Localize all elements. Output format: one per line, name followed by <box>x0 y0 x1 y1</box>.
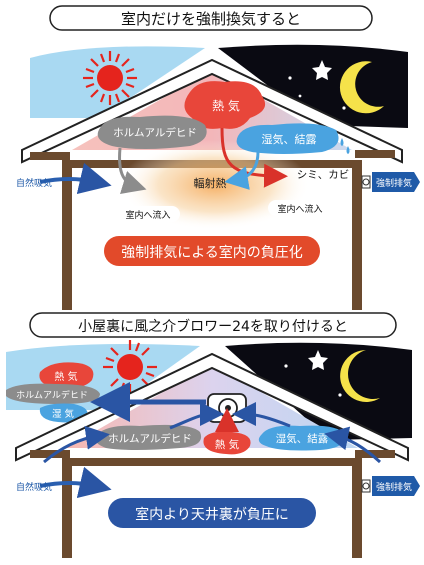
left-wall <box>62 458 72 558</box>
left-wall <box>62 160 72 310</box>
natural-intake-arrow <box>39 466 112 498</box>
heat-arrow <box>220 127 288 188</box>
sun-icon <box>83 51 137 105</box>
forced-exhaust-arrow <box>372 476 420 496</box>
inflow-left-bubble <box>116 206 180 222</box>
moisture-label: 湿気、結露 <box>276 432 329 445</box>
formaldehyde-label: ホルムアルデヒド <box>108 432 192 445</box>
moisture-arrow <box>224 151 260 190</box>
star-icon <box>298 94 302 98</box>
top-result-banner <box>104 236 320 266</box>
out-heat-cloud <box>39 362 94 389</box>
top-result: 強制排気による室内の負圧化 <box>121 244 303 261</box>
heat-cloud <box>203 431 251 455</box>
natural-intake-arrow <box>39 162 112 194</box>
right-wall <box>352 160 362 310</box>
forced-exhaust-arrow <box>372 172 420 192</box>
bottom-panel: 小屋裏に風之介ブロワー24を取り付けると 熱 気 ホルムアルデヒド 湿 気 <box>6 312 420 558</box>
star-icon <box>342 106 346 110</box>
top-panel: 室内だけを強制換気すると <box>16 5 420 310</box>
top-title-frame <box>49 5 373 31</box>
ceiling-eave-left <box>30 152 70 160</box>
eave-intake-arrow-right <box>324 426 382 464</box>
forced-exhaust-label: 強制排気 <box>376 177 412 189</box>
moon-icon <box>339 61 384 114</box>
formaldehyde-label: ホルムアルデヒド <box>113 126 197 139</box>
forced-exhaust-label: 強制排気 <box>376 481 412 493</box>
moisture-cloud <box>236 123 339 154</box>
fan-icon <box>361 175 371 189</box>
star-icon <box>284 364 288 368</box>
natural-intake-label: 自然吸気 <box>16 177 52 189</box>
out-formaldehyde-cloud <box>6 383 100 404</box>
bottom-title-frame <box>29 312 397 338</box>
out-heat-label: 熱 気 <box>54 370 77 383</box>
ceiling-eave-right <box>355 450 395 458</box>
heat-label: 熱 気 <box>215 438 240 451</box>
moisture-cloud <box>258 425 345 451</box>
radiant-heat-label: 輻射熱 <box>194 176 227 190</box>
roof <box>21 58 403 164</box>
bottom-result-banner <box>108 498 316 528</box>
formaldehyde-cloud <box>95 424 202 450</box>
formaldehyde-arrow <box>118 147 147 194</box>
star-icon <box>308 350 328 370</box>
drop-icon <box>340 138 344 146</box>
heat-cloud <box>184 81 266 129</box>
out-moisture-label: 湿 気 <box>52 408 75 420</box>
out-moisture-cloud <box>39 403 88 423</box>
blower-icon <box>207 393 247 423</box>
ceiling <box>62 458 362 466</box>
formaldehyde-flow-arrow <box>169 402 224 430</box>
roof <box>15 352 409 462</box>
star-icon <box>288 76 292 80</box>
drop-icon <box>346 146 350 154</box>
night-sky <box>225 342 412 440</box>
top-title: 室内だけを強制換気すると <box>121 10 301 28</box>
stain-label: シミ、カビ <box>297 169 350 181</box>
bottom-title: 小屋裏に風之介ブロワー24を取り付けると <box>78 318 348 335</box>
right-wall <box>352 458 362 558</box>
star-icon <box>338 393 342 397</box>
moisture-label: 湿気、結露 <box>262 132 317 146</box>
moisture-flow-arrow <box>232 402 291 428</box>
inflow-right-label: 室内へ流入 <box>277 203 322 215</box>
inflow-left-label: 室内へ流入 <box>125 209 170 221</box>
moon-icon <box>340 350 380 402</box>
inflow-right-bubble <box>268 200 332 216</box>
bottom-result: 室内より天井裏が負圧に <box>135 506 289 523</box>
ceiling-eave-right <box>355 150 395 158</box>
eave-intake-arrow-left <box>43 425 110 464</box>
fan-icon <box>361 479 371 493</box>
out-formaldehyde-label: ホルムアルデヒド <box>16 389 88 401</box>
heat-label: 熱 気 <box>212 98 240 113</box>
star-icon <box>312 60 332 80</box>
natural-intake-label: 自然吸気 <box>16 481 52 493</box>
formaldehyde-cloud <box>97 115 207 149</box>
ceiling-eave-left <box>30 450 70 458</box>
